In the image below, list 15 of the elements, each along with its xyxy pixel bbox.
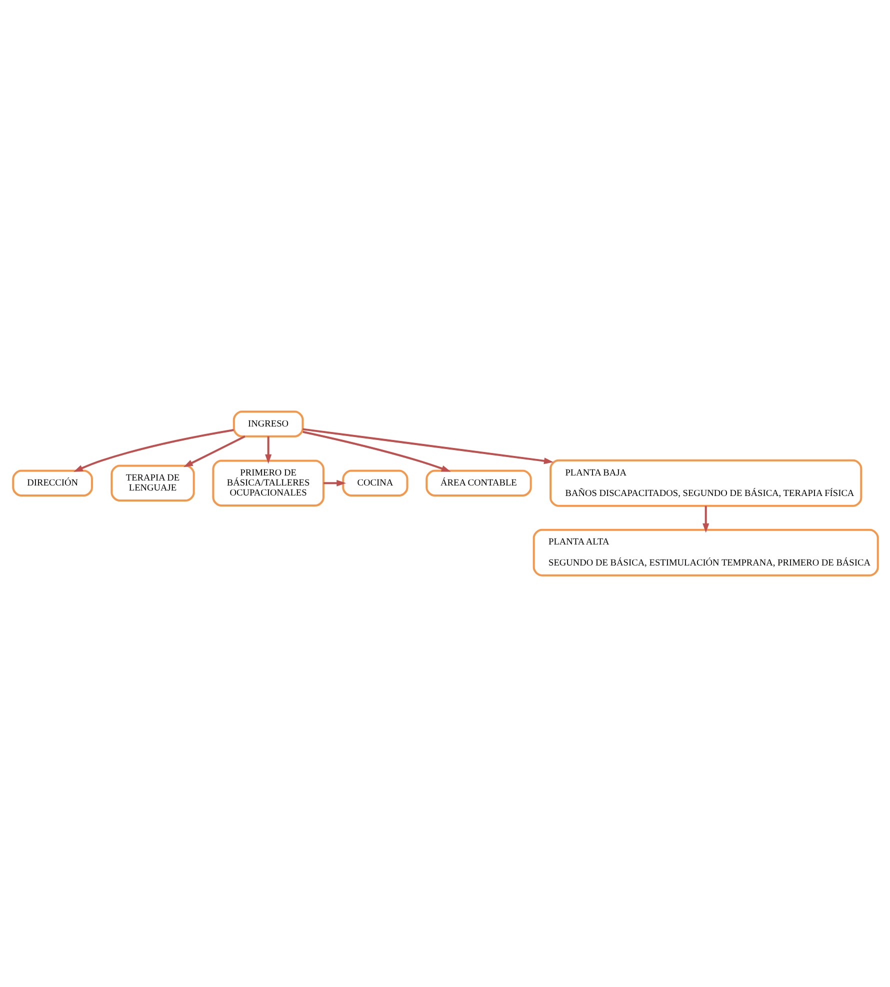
node-box: ÁREA CONTABLE <box>425 470 532 496</box>
node-box: PLANTA BAJA BAÑOS DISCAPACITADOS, SEGUNDO DE BÁSICA, TERAPIA FÍSICA <box>549 459 862 507</box>
node-box: INGRESO <box>232 410 304 438</box>
node-box: PLANTA ALTA SEGUNDO DE BÁSICA, ESTIMULACIÓN TEMPRANA, PRIMERO DE BÁSICA <box>532 528 878 576</box>
node-box: TERAPIA DE LENGUAJE <box>110 464 194 502</box>
arrow <box>302 430 450 472</box>
arrow <box>323 480 346 486</box>
node-box: COCINA <box>342 470 408 496</box>
arrow <box>264 436 272 464</box>
node-box: PRIMERO DE BÁSICA/TALLERES OCUPACIONALES <box>212 460 324 507</box>
node-box: DIRECCIÓN <box>12 470 92 496</box>
arrow <box>702 506 709 533</box>
arrow <box>182 435 245 468</box>
arrow <box>302 428 553 464</box>
arrow <box>73 429 234 472</box>
